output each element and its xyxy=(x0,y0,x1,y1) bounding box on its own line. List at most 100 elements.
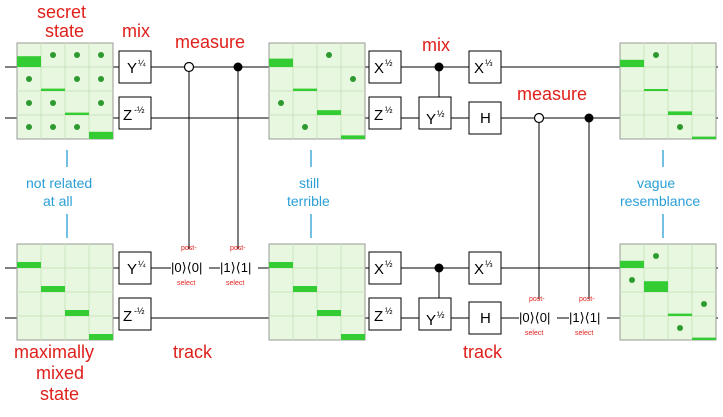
matrix-phase-dot xyxy=(74,76,80,82)
control-filled-dot-2[interactable] xyxy=(434,62,444,72)
matrix-diagonal-bar xyxy=(41,286,65,292)
matrix-diagonal-bar xyxy=(668,313,692,316)
matrix-diagonal-bar xyxy=(41,88,65,91)
matrix-phase-dot xyxy=(74,52,80,58)
gate-h-bottom[interactable]: H xyxy=(468,301,502,335)
matrix-diagonal-bar xyxy=(317,110,341,115)
matrix-diagonal-bar xyxy=(317,310,341,316)
svg-text:|0⟩⟨0|: |0⟩⟨0| xyxy=(519,310,550,325)
matrix-diagonal-bar xyxy=(341,135,365,139)
svg-text:select: select xyxy=(177,280,195,287)
matrix-diagonal-bar xyxy=(692,136,716,139)
svg-text:½: ½ xyxy=(385,105,393,115)
matrix-phase-dot xyxy=(677,124,683,130)
svg-text:¼: ¼ xyxy=(138,259,146,269)
svg-text:post-: post- xyxy=(579,296,595,303)
label-track-1: track xyxy=(173,342,213,362)
control-open-dot-1[interactable] xyxy=(183,61,195,73)
svg-text:½: ½ xyxy=(437,310,445,320)
svg-text:½: ½ xyxy=(385,306,393,316)
label-state-2: state xyxy=(40,384,79,404)
svg-text:select: select xyxy=(226,280,244,287)
label-mix-2: mix xyxy=(422,35,450,55)
gate-x-third-top[interactable]: X ⅓ xyxy=(468,50,502,84)
note-not-related: not related at all xyxy=(26,150,92,238)
matrix-bottom-middle xyxy=(268,243,366,341)
matrix-phase-dot xyxy=(677,325,683,331)
svg-text:Z: Z xyxy=(374,107,383,124)
svg-text:|0⟩⟨0|: |0⟩⟨0| xyxy=(171,260,202,275)
gate-z-half-top[interactable]: Z ½ xyxy=(368,96,402,130)
gate-y-half-bottom[interactable]: Y ½ xyxy=(418,297,452,331)
svg-text:post-: post- xyxy=(230,245,246,252)
gate-x-third-bottom[interactable]: X ⅓ xyxy=(468,251,502,285)
matrix-phase-dot xyxy=(50,52,56,58)
svg-text:-½: -½ xyxy=(134,306,145,316)
label-secret: secret xyxy=(37,2,86,22)
gate-h-top[interactable]: H xyxy=(468,101,502,135)
svg-text:select: select xyxy=(575,330,593,337)
svg-text:Z: Z xyxy=(374,308,383,325)
matrix-diagonal-bar xyxy=(293,286,317,292)
note-vague-resemblance: vague resemblance xyxy=(620,150,700,238)
matrix-phase-dot xyxy=(350,76,356,82)
matrix-diagonal-bar xyxy=(644,281,668,292)
gate-z-neg-half-top[interactable]: Z -½ xyxy=(118,96,152,130)
matrix-phase-dot xyxy=(98,76,104,82)
gate-y-quarter-bottom[interactable]: Y ¼ xyxy=(118,251,152,285)
matrix-phase-dot xyxy=(653,52,659,58)
gate-z-neg-half-bottom[interactable]: Z -½ xyxy=(118,297,152,331)
svg-text:½: ½ xyxy=(385,259,393,269)
matrix-diagonal-bar xyxy=(65,310,89,316)
matrix-phase-dot xyxy=(302,124,308,130)
matrix-diagonal-bar xyxy=(89,334,113,340)
post-select-0-right[interactable]: post- |0⟩⟨0| select xyxy=(519,296,557,337)
matrix-phase-dot xyxy=(98,52,104,58)
svg-text:X: X xyxy=(474,60,484,77)
label-measure-1: measure xyxy=(175,32,245,52)
matrix-phase-dot xyxy=(74,124,80,130)
matrix-phase-dot xyxy=(629,277,635,283)
control-filled-dot-1[interactable] xyxy=(233,62,243,72)
post-select-0-left[interactable]: post- |0⟩⟨0| select xyxy=(171,245,209,287)
matrix-phase-dot xyxy=(653,253,659,259)
svg-text:still: still xyxy=(299,175,319,191)
label-measure-2: measure xyxy=(517,84,587,104)
matrix-maximally-mixed xyxy=(16,243,114,341)
matrix-diagonal-bar xyxy=(620,260,644,268)
svg-text:resemblance: resemblance xyxy=(620,193,700,209)
matrix-diagonal-bar xyxy=(17,56,41,67)
post-select-1-left[interactable]: post- |1⟩⟨1| select xyxy=(220,245,258,287)
control-filled-dot-4[interactable] xyxy=(584,113,594,123)
gate-y-quarter-top[interactable]: Y ¼ xyxy=(118,50,152,84)
svg-text:-½: -½ xyxy=(134,105,145,115)
label-state: state xyxy=(45,21,84,41)
svg-text:vague: vague xyxy=(637,175,675,191)
gate-x-half-bottom[interactable]: X ½ xyxy=(368,251,402,285)
matrix-diagonal-bar xyxy=(341,334,365,340)
control-filled-dot-3[interactable] xyxy=(434,263,444,273)
matrix-diagonal-bar xyxy=(644,89,668,91)
post-select-1-right[interactable]: post- |1⟩⟨1| select xyxy=(569,296,607,337)
matrix-diagonal-bar xyxy=(692,337,716,340)
control-lines xyxy=(188,67,590,299)
matrix-diagonal-bar xyxy=(89,131,113,139)
gate-y-half-top[interactable]: Y ½ xyxy=(418,96,452,130)
gate-z-half-bottom[interactable]: Z ½ xyxy=(368,297,402,331)
svg-text:|1⟩⟨1|: |1⟩⟨1| xyxy=(220,260,251,275)
svg-text:terrible: terrible xyxy=(287,193,330,209)
svg-text:H: H xyxy=(480,310,491,327)
control-open-dot-2[interactable] xyxy=(533,112,545,124)
svg-text:X: X xyxy=(374,261,384,278)
svg-text:Y: Y xyxy=(426,312,436,329)
svg-text:Y: Y xyxy=(426,111,436,128)
svg-text:post-: post- xyxy=(181,245,197,252)
svg-text:Y: Y xyxy=(127,261,137,278)
svg-text:post-: post- xyxy=(529,296,545,303)
matrix-secret-state xyxy=(16,42,114,140)
svg-text:select: select xyxy=(525,330,543,337)
matrix-top-middle xyxy=(268,42,366,140)
label-mix-1: mix xyxy=(122,21,150,41)
gate-x-half-top[interactable]: X ½ xyxy=(368,50,402,84)
svg-text:|1⟩⟨1|: |1⟩⟨1| xyxy=(569,310,600,325)
